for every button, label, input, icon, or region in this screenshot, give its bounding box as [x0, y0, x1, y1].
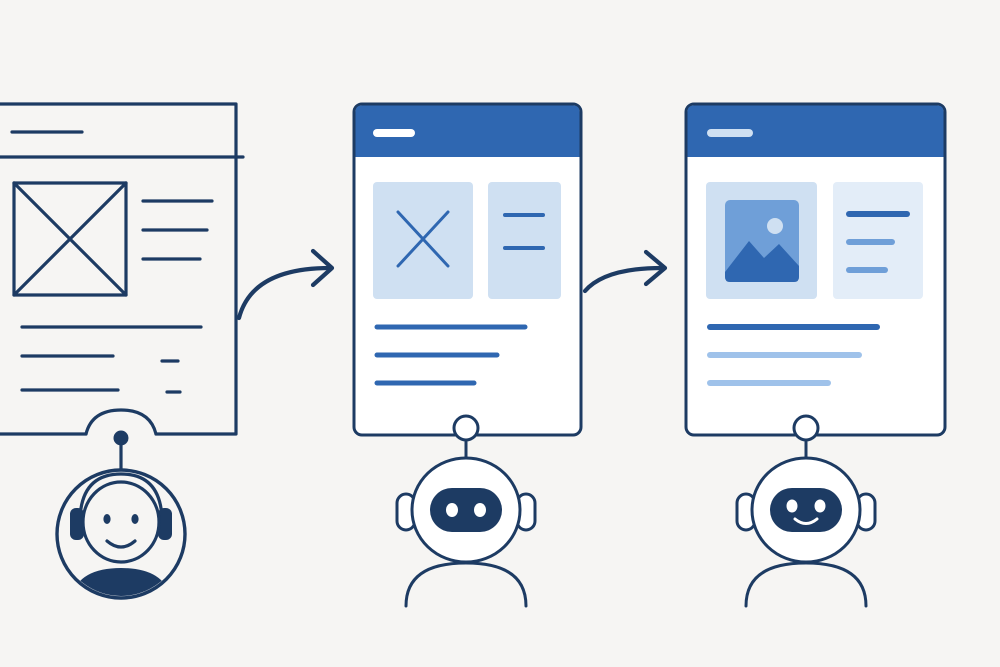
- wireframe-window: [0, 102, 245, 436]
- robot-smile: [793, 517, 819, 525]
- avatar-smile: [105, 539, 137, 549]
- final-header-title: [707, 129, 753, 137]
- headset-band: [78, 472, 164, 519]
- mockup-header-bar: [355, 105, 580, 157]
- robot-left-eye: [786, 499, 798, 513]
- image-thumbnail-sun: [767, 218, 783, 234]
- robot-visor: [430, 488, 502, 532]
- antenna-tip-icon: [113, 430, 129, 446]
- mockup-image-cross-icon: [396, 210, 450, 268]
- antenna-tip-icon: [792, 414, 820, 442]
- visor-robot-avatar: [395, 414, 537, 608]
- antenna-tip-icon: [452, 414, 480, 442]
- robot-visor: [770, 488, 842, 532]
- headset-left-ear: [70, 508, 84, 540]
- avatar-left-eye: [103, 514, 111, 524]
- mockup-header-title: [373, 129, 415, 137]
- curved-arrow-icon: [582, 249, 668, 294]
- mockup-window: [352, 102, 583, 437]
- smiling-visor-robot-avatar: [735, 414, 877, 608]
- image-placeholder-icon: [12, 181, 128, 297]
- avatar-right-eye: [131, 514, 139, 524]
- robot-body: [744, 561, 868, 608]
- avatar-head: [81, 480, 161, 564]
- headset-right-ear: [158, 508, 172, 540]
- image-thumbnail-mountains: [725, 241, 799, 282]
- headset-robot-avatar: [55, 408, 187, 600]
- robot-left-eye: [446, 503, 458, 517]
- robot-right-eye: [814, 499, 826, 513]
- robot-right-eye: [474, 503, 486, 517]
- curved-arrow-icon: [236, 248, 335, 321]
- robot-body: [404, 561, 528, 608]
- avatar-notch: [84, 408, 158, 436]
- final-design-window: [684, 102, 947, 437]
- final-header-bar: [687, 105, 944, 157]
- wireframe-frame: [0, 102, 238, 436]
- mockup-side-panel: [488, 182, 561, 299]
- image-placeholder-cross: [12, 181, 128, 297]
